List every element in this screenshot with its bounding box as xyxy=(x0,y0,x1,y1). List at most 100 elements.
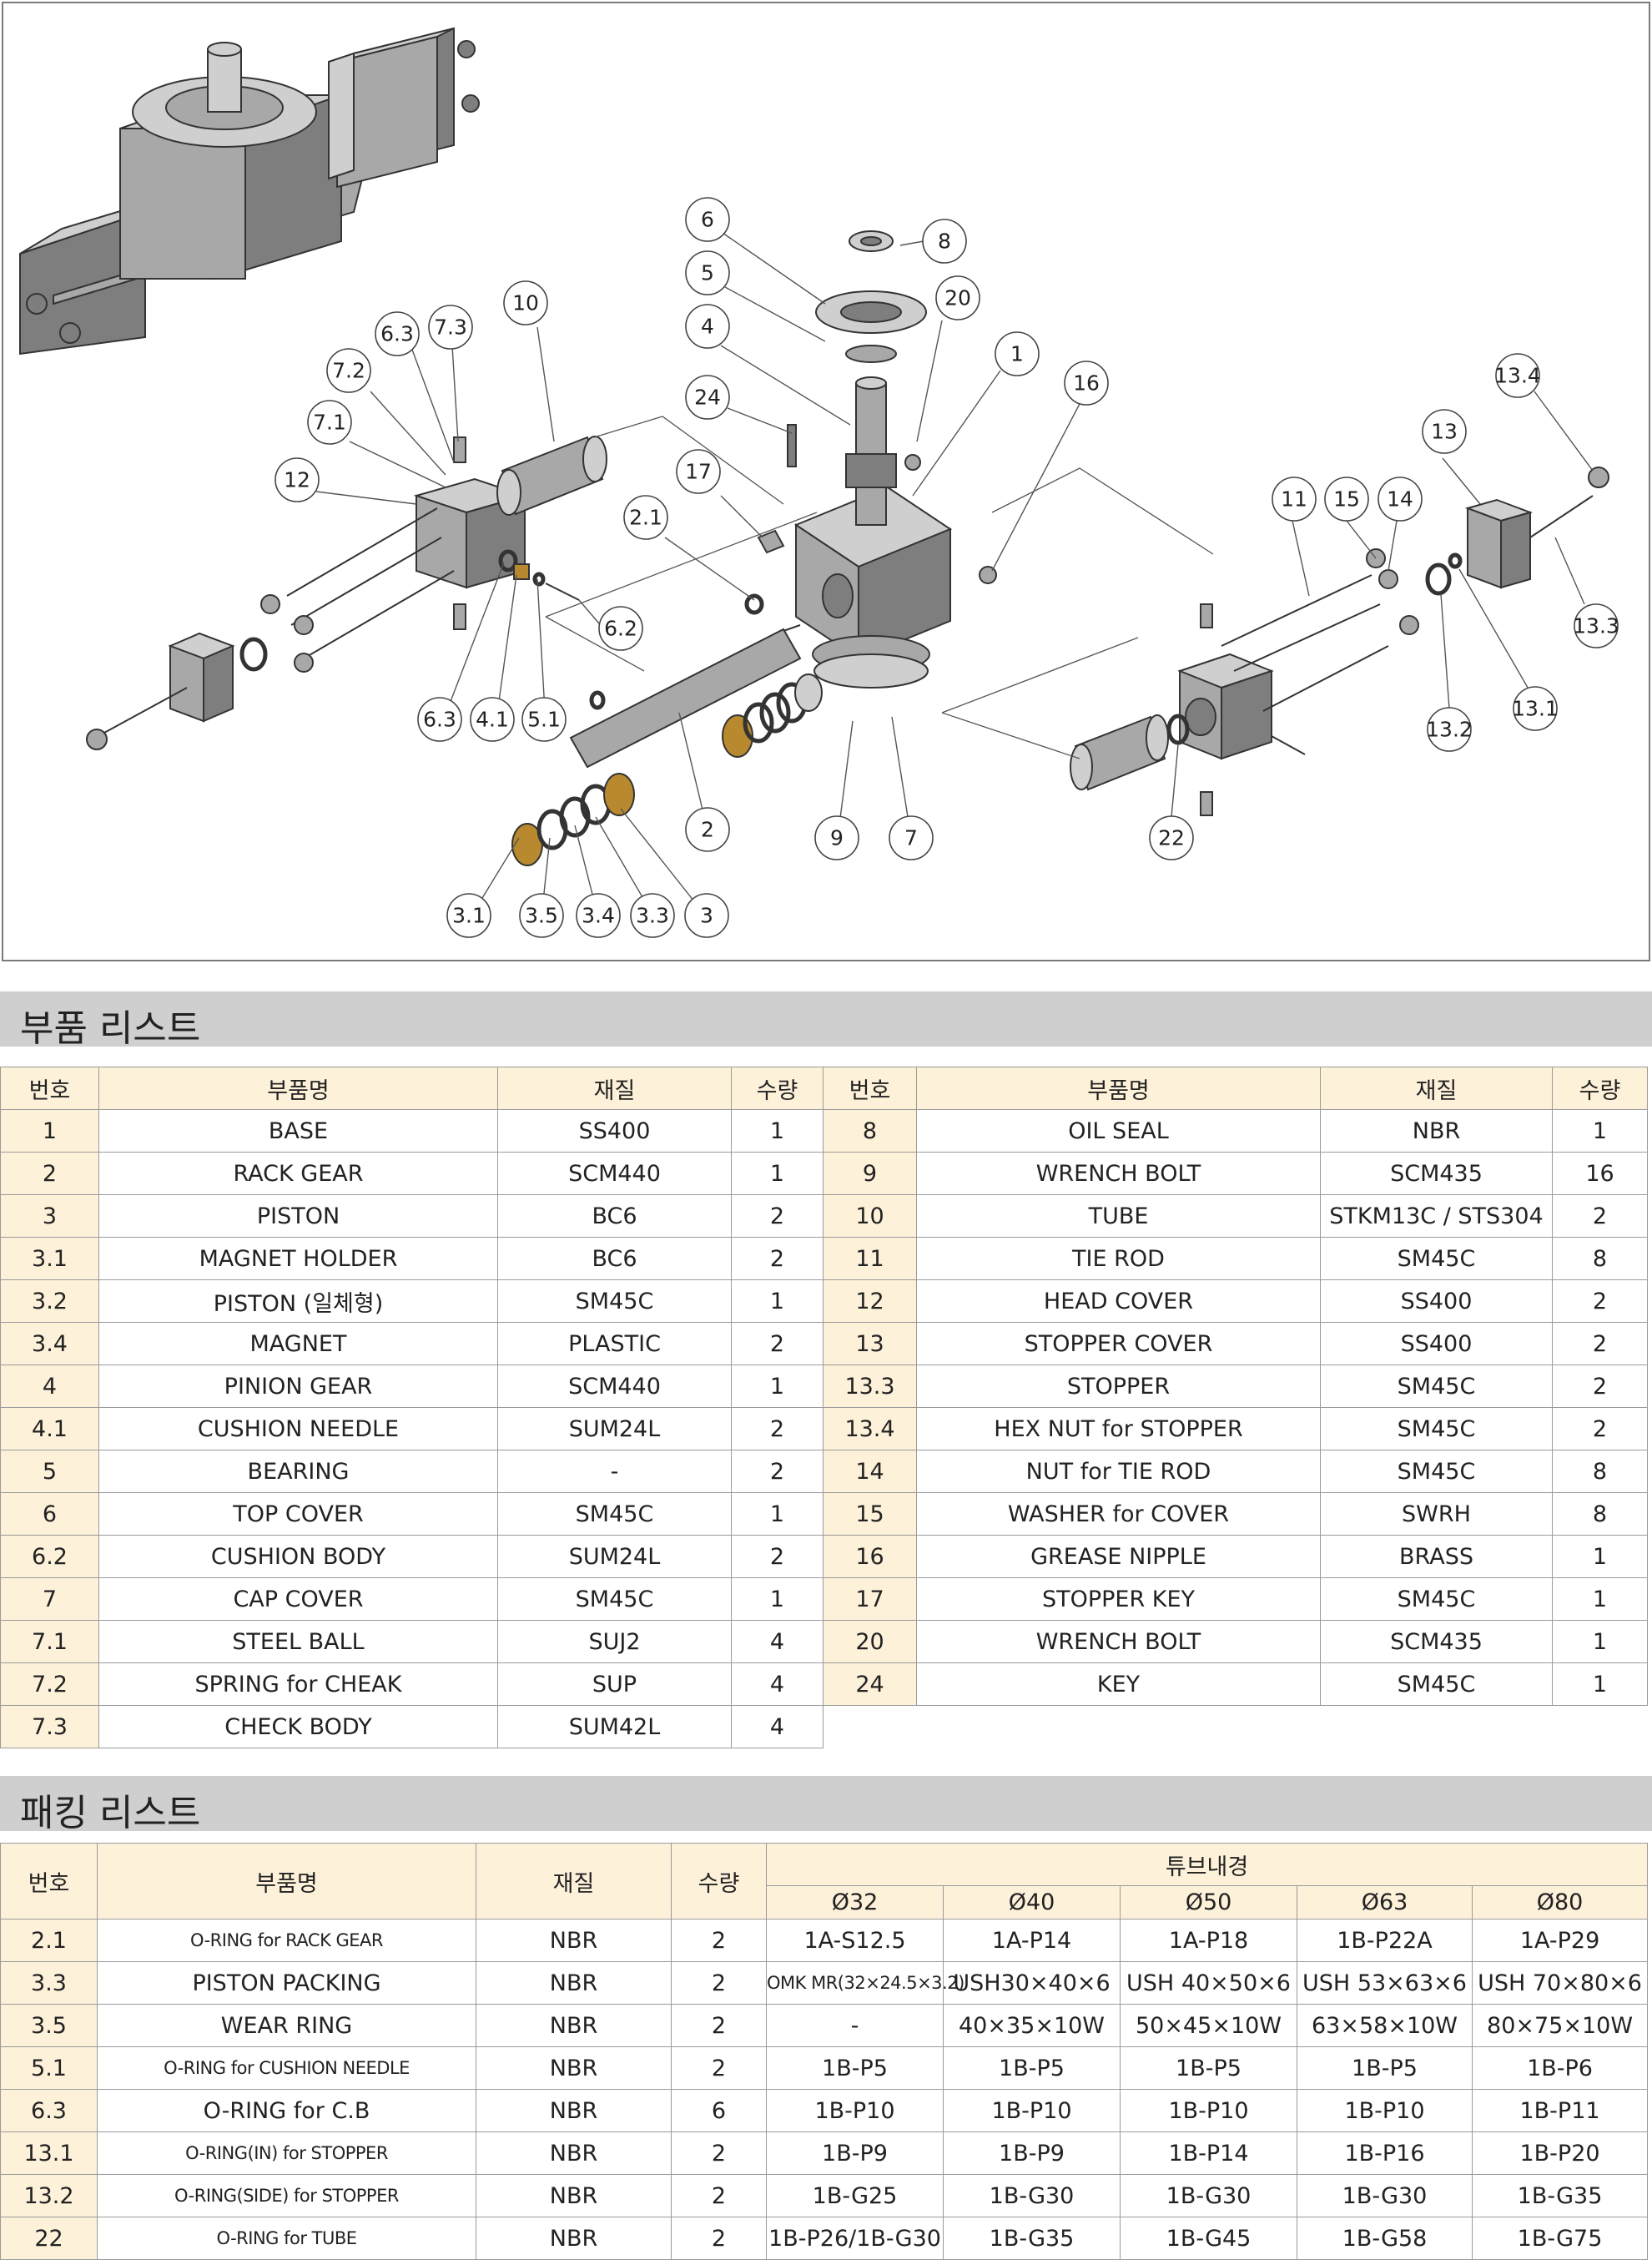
part-cell: 1 xyxy=(1552,1662,1648,1706)
packing-cell: NBR xyxy=(476,1919,672,1962)
svg-text:5: 5 xyxy=(701,261,714,285)
packing-list-title: 패킹 리스트 xyxy=(20,1792,201,1834)
packing-cell: O-RING for RACK GEAR xyxy=(97,1919,476,1962)
right-side-assembly xyxy=(1070,467,1609,816)
part-cell: NUT for TIE ROD xyxy=(916,1450,1321,1493)
projection-lines xyxy=(545,416,1214,759)
svg-text:9: 9 xyxy=(830,826,844,850)
packing-list-header: 패킹 리스트 xyxy=(0,1776,1652,1834)
part-number-cell: 4 xyxy=(0,1365,99,1408)
part-cell: 8 xyxy=(1552,1237,1648,1280)
packing-cell: 1B-P16 xyxy=(1297,2131,1473,2175)
svg-text:5.1: 5.1 xyxy=(527,708,561,732)
packing-number-cell: 13.2 xyxy=(0,2174,98,2217)
svg-text:16: 16 xyxy=(1073,371,1100,396)
packing-cell: NBR xyxy=(476,1961,672,2005)
svg-text:2.1: 2.1 xyxy=(629,506,662,530)
part-cell: CHECK BODY xyxy=(98,1705,498,1748)
packing-cell: NBR xyxy=(476,2131,672,2175)
callout-4-1: 4.1 xyxy=(470,697,515,742)
part-cell: SS400 xyxy=(1320,1279,1553,1323)
svg-text:3.1: 3.1 xyxy=(452,904,486,928)
part-cell: SPRING for CHEAK xyxy=(98,1662,498,1706)
svg-text:12: 12 xyxy=(284,468,310,492)
part-cell: BC6 xyxy=(497,1237,732,1280)
part-cell: 2 xyxy=(731,1535,823,1578)
part-cell: TUBE xyxy=(916,1194,1321,1238)
part-cell: 1 xyxy=(731,1577,823,1621)
parts-header-cell: 부품명 xyxy=(916,1067,1321,1110)
callout-16: 16 xyxy=(1064,361,1109,406)
parts-header-cell: 재질 xyxy=(1320,1067,1553,1110)
packing-cell: O-RING for C.B xyxy=(97,2089,476,2132)
callout-13-1: 13.1 xyxy=(1512,686,1559,731)
packing-cell: 2 xyxy=(671,2217,767,2260)
packing-cell: 1B-P10 xyxy=(943,2089,1121,2132)
svg-text:13.1: 13.1 xyxy=(1512,697,1559,721)
part-number-cell: 17 xyxy=(823,1577,917,1621)
packing-cell: 1B-G25 xyxy=(766,2174,944,2217)
packing-cell: 63×58×10W xyxy=(1297,2004,1473,2047)
part-cell: SM45C xyxy=(1320,1237,1553,1280)
part-cell: BEARING xyxy=(98,1450,498,1493)
packing-cell: 40×35×10W xyxy=(943,2004,1121,2047)
part-cell: 1 xyxy=(731,1152,823,1195)
svg-text:22: 22 xyxy=(1158,826,1185,850)
callout-6-2: 6.2 xyxy=(598,606,643,651)
part-cell: 1 xyxy=(731,1492,823,1536)
part-cell: MAGNET HOLDER xyxy=(98,1237,498,1280)
callout-3-4: 3.4 xyxy=(576,893,621,938)
part-cell: SCM440 xyxy=(497,1365,732,1408)
packing-cell: 2 xyxy=(671,1919,767,1962)
svg-text:4: 4 xyxy=(701,315,714,339)
callout-2: 2 xyxy=(685,807,730,852)
callout-3-5: 3.5 xyxy=(519,893,564,938)
callout-22: 22 xyxy=(1149,815,1194,860)
part-cell: - xyxy=(497,1450,732,1493)
part-cell: OIL SEAL xyxy=(916,1109,1321,1153)
packing-cell: O-RING(SIDE) for STOPPER xyxy=(97,2174,476,2217)
packing-number-cell: 22 xyxy=(0,2217,98,2260)
part-cell: SUM24L xyxy=(497,1407,732,1450)
part-cell: PISTON xyxy=(98,1194,498,1238)
part-cell: 2 xyxy=(1552,1407,1648,1450)
part-cell: STOPPER COVER xyxy=(916,1322,1321,1365)
part-number-cell: 8 xyxy=(823,1109,917,1153)
packing-number-cell: 3.3 xyxy=(0,1961,98,2005)
svg-text:17: 17 xyxy=(685,460,712,484)
packing-cell: 1A-P29 xyxy=(1471,1919,1649,1962)
packing-cell: 2 xyxy=(671,1961,767,2005)
part-cell: 8 xyxy=(1552,1492,1648,1536)
left-head-cover-assembly xyxy=(86,436,580,750)
exploded-view-svg: 6 8 5 20 4 1 16 10 6.3 7.3 7.2 7.1 12 24… xyxy=(19,27,1619,938)
part-cell: KEY xyxy=(916,1662,1321,1706)
part-cell: SS400 xyxy=(1320,1322,1553,1365)
part-cell: 4 xyxy=(731,1705,823,1748)
parts-header-cell: 재질 xyxy=(497,1067,732,1110)
callout-13-4: 13.4 xyxy=(1494,353,1541,398)
part-number-cell: 12 xyxy=(823,1279,917,1323)
callout-3-1: 3.1 xyxy=(446,893,491,938)
part-cell: 2 xyxy=(731,1450,823,1493)
part-number-cell: 2 xyxy=(0,1152,99,1195)
exploded-view-drawing: 6 8 5 20 4 1 16 10 6.3 7.3 7.2 7.1 12 24… xyxy=(2,2,1650,961)
svg-text:15: 15 xyxy=(1333,487,1360,512)
packing-cell: 2 xyxy=(671,2004,767,2047)
assembled-actuator xyxy=(19,27,480,356)
part-cell: SUP xyxy=(497,1662,732,1706)
packing-cell: NBR xyxy=(476,2089,672,2132)
parts-header-cell: 번호 xyxy=(823,1067,917,1110)
packing-cell: 1B-P20 xyxy=(1471,2131,1649,2175)
part-cell: 2 xyxy=(1552,1194,1648,1238)
svg-text:24: 24 xyxy=(694,386,721,410)
empty-cell xyxy=(823,1705,917,1748)
